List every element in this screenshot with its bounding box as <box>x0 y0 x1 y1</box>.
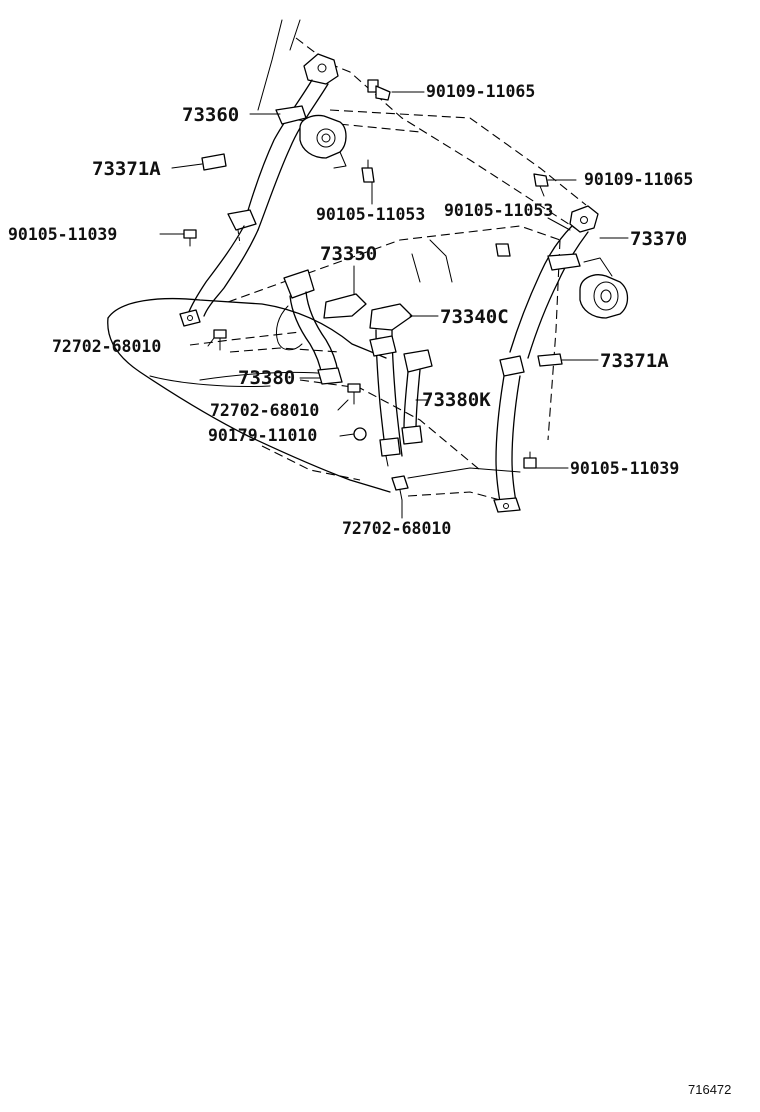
label-90179-11010: 90179-11010 <box>208 426 317 445</box>
label-73370: 73370 <box>630 228 687 250</box>
label-90105-11039-right: 90105-11039 <box>570 459 679 478</box>
label-73380: 73380 <box>238 367 295 389</box>
label-73371a-left: 73371A <box>92 158 161 180</box>
fasteners <box>183 79 549 501</box>
label-72702-68010-a: 72702-68010 <box>52 337 161 356</box>
seat-outline <box>107 19 587 501</box>
label-72702-68010-c: 72702-68010 <box>342 519 451 538</box>
label-72702-68010-b: 72702-68010 <box>210 401 319 420</box>
part-labels: 73360 73371A 90105-11039 72702-68010 901… <box>8 82 693 538</box>
leader-lines <box>159 91 629 519</box>
label-90109-11065-top: 90109-11065 <box>426 82 535 101</box>
label-73380k: 73380K <box>422 389 491 411</box>
right-shoulder-belt-73370 <box>493 205 629 513</box>
label-73350: 73350 <box>320 243 377 265</box>
label-73340c: 73340C <box>440 306 509 328</box>
label-90105-11053-center: 90105-11053 <box>316 205 425 224</box>
label-90105-11039-left: 90105-11039 <box>8 225 117 244</box>
label-73360: 73360 <box>182 104 239 126</box>
diagram-id: 716472 <box>688 1082 731 1097</box>
label-73371a-right: 73371A <box>600 350 669 372</box>
label-90109-11065-right: 90109-11065 <box>584 170 693 189</box>
label-90105-11053-right: 90105-11053 <box>444 201 553 220</box>
left-shoulder-belt-73360 <box>179 53 347 327</box>
